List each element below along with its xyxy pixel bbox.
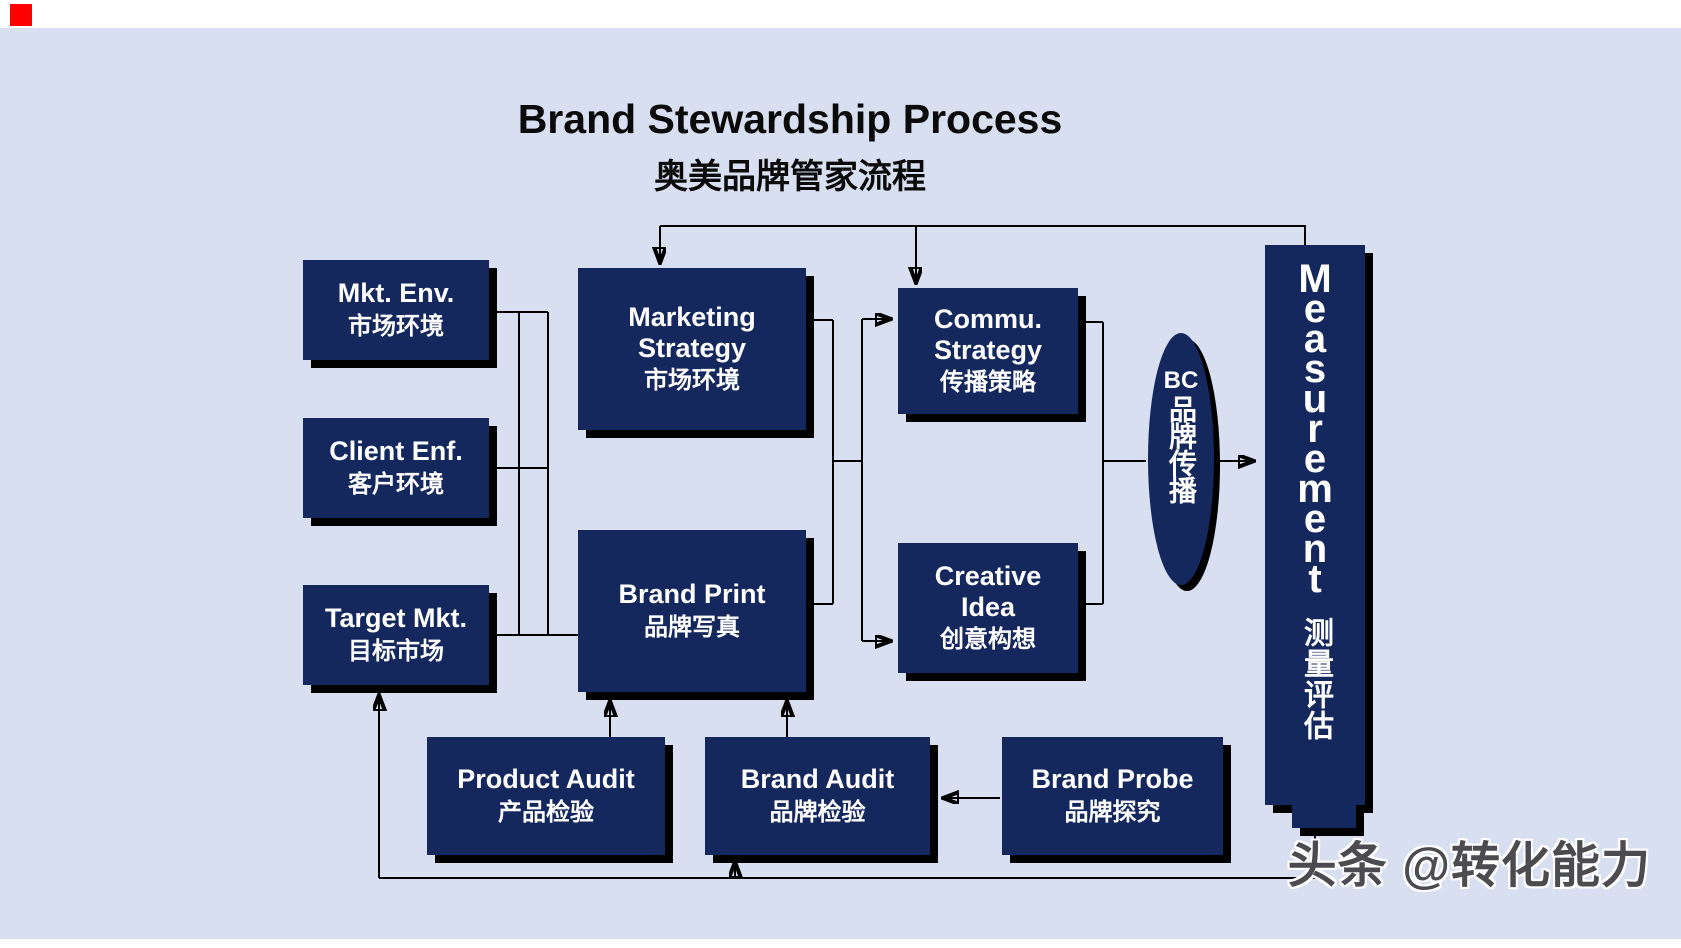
node-creative-idea: Creative Idea 创意构想 [898,543,1078,673]
node-commu-strategy-label-en: Commu. Strategy [933,303,1043,365]
node-marketing-strategy: Marketing Strategy 市场环境 [578,268,806,430]
node-brand-audit-label-en: Brand Audit [740,764,895,795]
diagram-title: Brand Stewardship Process 奥美品牌管家流程 [390,96,1190,198]
title-english: Brand Stewardship Process [517,96,1063,142]
node-marketing-strategy-label-zh: 市场环境 [644,367,740,395]
node-target-mkt-label-zh: 目标市场 [348,637,444,665]
node-brand-print: Brand Print 品牌写真 [578,530,806,692]
edge-left-ladder [489,311,578,636]
node-client-enf-label-zh: 客户环境 [348,470,444,498]
node-commu-strategy-label-zh: 传播策略 [940,369,1036,397]
node-bc-brand-communication: BC 品牌传播 [1148,333,1214,585]
node-brand-probe: Brand Probe 品牌探究 [1002,737,1223,855]
node-bc-label-zh: 品牌传播 [1166,395,1197,503]
node-measurement: Measurement 测量评估 [1265,245,1365,805]
edge-mid-bus [806,319,863,641]
node-client-enf: Client Enf. 客户环境 [303,418,489,518]
watermark-toutiao: 头条 @转化能力 [1287,839,1651,893]
node-client-enf-label-en: Client Enf. [329,436,463,467]
edge-right-bus [1078,321,1146,605]
node-brand-print-label-zh: 品牌写真 [644,613,740,641]
node-mkt-env-label-en: Mkt. Env. [337,278,455,309]
title-chinese: 奥美品牌管家流程 [654,158,926,196]
node-product-audit-label-en: Product Audit [457,764,635,795]
node-brand-probe-label-en: Brand Probe [1031,764,1194,795]
node-mkt-env-label-zh: 市场环境 [348,312,444,340]
node-measurement-label-en: Measurement [1293,257,1337,587]
bottom-white-strip [0,939,1681,948]
node-brand-audit-label-zh: 品牌检验 [769,798,866,826]
node-creative-idea-label-zh: 创意构想 [940,626,1036,654]
node-mkt-env: Mkt. Env. 市场环境 [303,260,489,360]
node-target-mkt: Target Mkt. 目标市场 [303,585,489,685]
edge-top-feedback [660,225,1306,245]
node-product-audit-label-zh: 产品检验 [498,798,594,826]
node-marketing-strategy-label-en: Marketing Strategy [628,301,756,363]
node-brand-probe-label-zh: 品牌探究 [1064,798,1161,826]
top-white-strip [0,0,1681,28]
red-corner-marker [10,4,32,26]
node-brand-audit: Brand Audit 品牌检验 [705,737,930,855]
node-bc-label-en: BC [1163,367,1199,394]
node-product-audit: Product Audit 产品检验 [427,737,665,855]
node-measurement-tab [1292,805,1356,828]
node-brand-print-label-en: Brand Print [618,579,766,610]
edge-bottom-feedback [379,828,1316,879]
node-target-mkt-label-en: Target Mkt. [324,603,467,634]
node-creative-idea-label-en: Creative Idea [934,560,1042,622]
node-measurement-label-zh: 测量评估 [1299,617,1332,741]
node-commu-strategy: Commu. Strategy 传播策略 [898,288,1078,414]
